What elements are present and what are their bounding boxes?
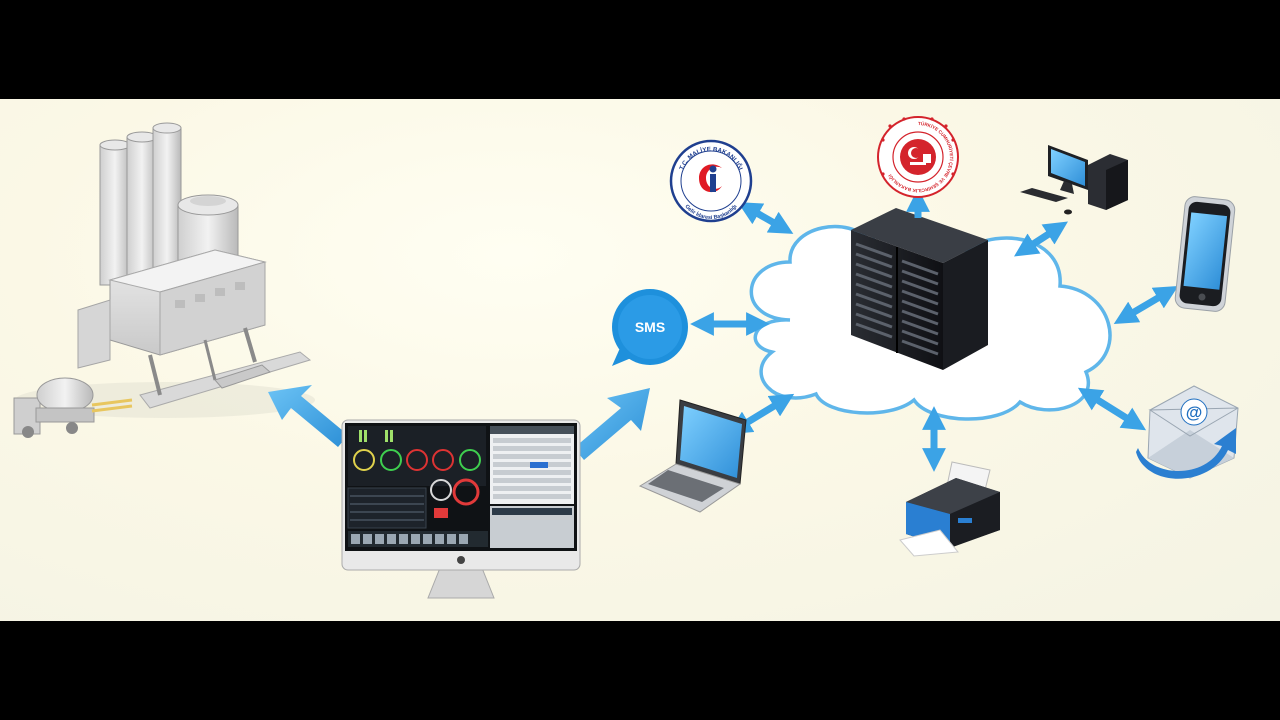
cevre-sehircilik-logo: TÜRKİYE CUMHURİYETİ ÇEVRE VE ŞEHİRCİLİK … bbox=[877, 116, 959, 198]
connector-arrows bbox=[690, 188, 1179, 472]
diagram-svg: T.C. MALİYE BAKANLIĞI Gelir İdaresi Başk… bbox=[13, 116, 1239, 599]
arrow-to-sms bbox=[574, 388, 650, 460]
email-icon: @ bbox=[1136, 385, 1239, 479]
desktop-pc-icon bbox=[1020, 145, 1128, 215]
control-software-screen bbox=[347, 426, 574, 548]
concrete-plant-icon bbox=[13, 122, 315, 438]
top-letterbox-bar bbox=[0, 0, 1280, 99]
bottom-letterbox-bar bbox=[0, 621, 1280, 720]
arrow-email bbox=[1077, 387, 1147, 431]
sms-label: SMS bbox=[635, 319, 665, 335]
imac-monitor-icon bbox=[341, 419, 581, 599]
laptop-icon bbox=[638, 399, 747, 513]
server-rack-icon bbox=[851, 208, 988, 370]
email-at-symbol: @ bbox=[1186, 403, 1203, 422]
sms-bubble-icon: SMS bbox=[612, 289, 688, 366]
arrow-phone bbox=[1113, 285, 1179, 325]
arrow-pc bbox=[1014, 221, 1068, 257]
smartphone-icon bbox=[1174, 196, 1236, 312]
printer-icon bbox=[899, 461, 1000, 557]
arrow-maliye bbox=[737, 202, 794, 234]
maliye-bakanligi-logo: T.C. MALİYE BAKANLIĞI Gelir İdaresi Başk… bbox=[669, 139, 753, 223]
diagram-canvas: T.C. MALİYE BAKANLIĞI Gelir İdaresi Başk… bbox=[0, 99, 1280, 621]
arrow-to-plant bbox=[268, 385, 348, 447]
